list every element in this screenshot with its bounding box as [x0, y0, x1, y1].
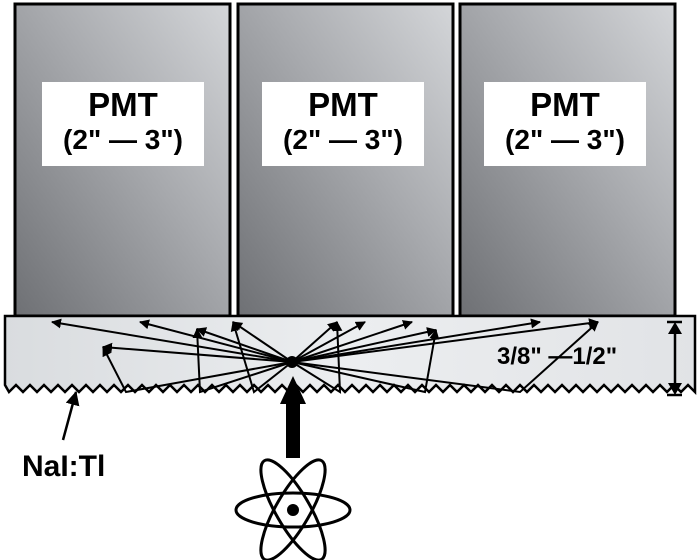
pmt-label-2: PMT (2" — 3"): [262, 82, 424, 166]
pmt-label-3: PMT (2" — 3"): [484, 82, 646, 166]
light-ray: [51, 318, 293, 363]
pmt-size: (2" — 3"): [283, 123, 403, 155]
light-rays: [51, 318, 599, 394]
light-ray: [291, 327, 437, 363]
reflected-light-ray: [291, 321, 343, 394]
reflected-light-ray: [102, 346, 293, 394]
light-ray: [291, 320, 413, 363]
gamma-arrow: [280, 376, 306, 458]
pmt-title: PMT: [530, 86, 600, 123]
nai-pointer-arrow: [61, 391, 80, 441]
light-ray: [196, 327, 293, 363]
light-ray: [139, 319, 293, 363]
light-ray: [291, 321, 366, 363]
reflected-light-ray: [291, 321, 599, 394]
light-ray: [291, 318, 599, 363]
atom-icon: [234, 458, 352, 560]
reflected-light-ray: [291, 329, 440, 394]
light-ray: [291, 321, 338, 363]
pmt-size: (2" — 3"): [505, 123, 625, 155]
pmt-title: PMT: [88, 86, 158, 123]
crystal-material-label: NaI:Tl: [22, 450, 106, 483]
light-ray: [232, 321, 293, 363]
crystal-thickness-label: 3/8" —1/2": [497, 343, 618, 370]
thickness-dimension: [667, 320, 682, 397]
reflected-light-ray: [192, 328, 293, 394]
pmt-label-1: PMT (2" — 3"): [42, 82, 204, 166]
pmt-size: (2" — 3"): [63, 123, 183, 155]
pmt-title: PMT: [308, 86, 378, 123]
reflected-light-ray: [230, 321, 293, 394]
light-ray: [291, 318, 541, 363]
scintillation-point: [286, 356, 298, 368]
